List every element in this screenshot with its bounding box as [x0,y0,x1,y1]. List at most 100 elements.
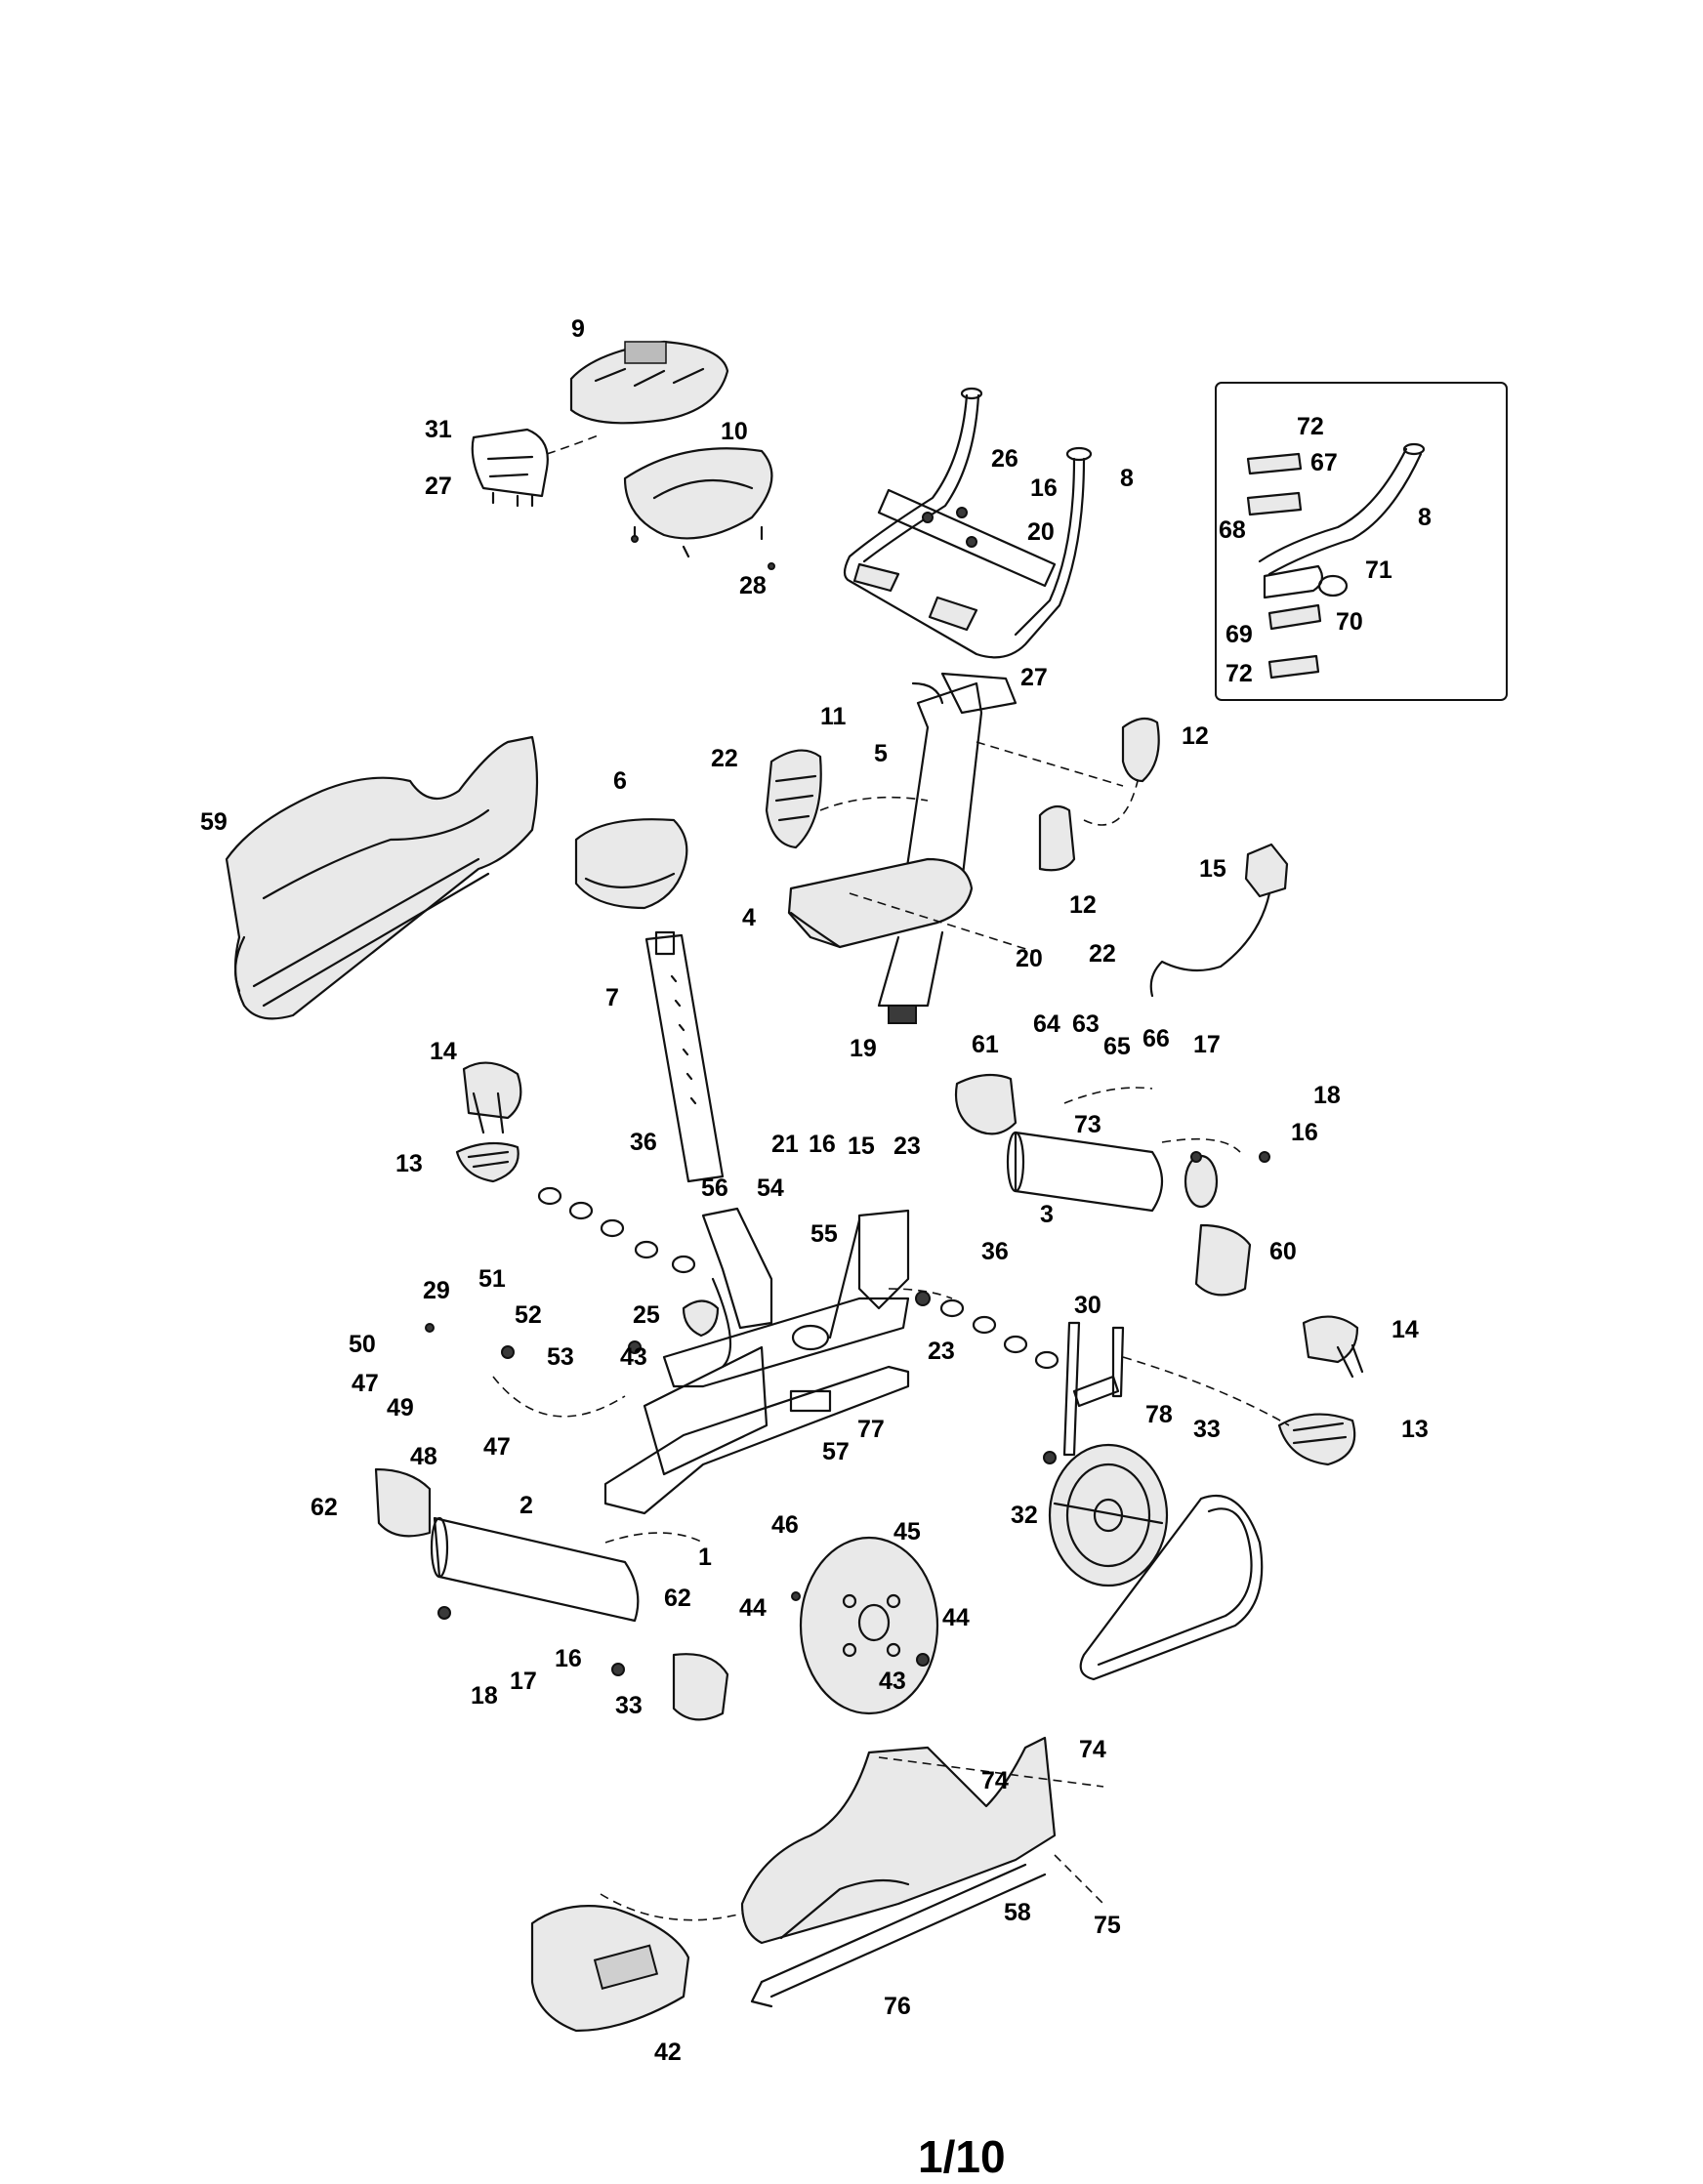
flywheel-part-45 [799,1536,939,1715]
callout-20b: 20 [1016,945,1043,972]
callout-26: 26 [991,445,1018,473]
callout-29: 29 [423,1277,450,1304]
fasteners [425,507,1270,1676]
callout-53: 53 [547,1343,574,1371]
cover-part-4 [787,857,974,1024]
bracket-part-31 [471,428,549,508]
callout-12b: 12 [1069,891,1097,919]
callout-54: 54 [757,1174,784,1202]
pulse-grip-part-11 [765,749,822,849]
callout-43b: 43 [879,1668,906,1695]
callout-27: 27 [425,473,452,500]
callout-70: 70 [1336,608,1363,636]
callout-72b: 72 [1225,660,1253,687]
callout-5: 5 [874,740,888,767]
callout-59: 59 [200,808,228,836]
crank-part-30 [1062,1321,1125,1457]
seat-post-part-7 [644,930,725,1183]
callout-18b: 18 [471,1682,498,1710]
callout-65: 65 [1103,1033,1131,1060]
callout-16b: 16 [809,1131,836,1158]
strap-right-part-14 [1302,1315,1364,1379]
callout-19: 19 [850,1035,877,1062]
callout-49: 49 [387,1394,414,1422]
right-shroud-part-58 [740,1736,1057,2008]
callout-62b: 62 [664,1585,691,1612]
callout-30: 30 [1074,1292,1101,1319]
callout-6: 6 [613,767,627,795]
callout-36: 36 [630,1129,657,1156]
callout-21: 21 [771,1131,799,1158]
callout-42: 42 [654,2039,682,2066]
callout-14: 14 [430,1038,457,1065]
callout-16d: 16 [555,1645,582,1672]
main-frame-part-1 [603,1207,910,1515]
power-adapter-part-15 [1149,843,1289,998]
callout-69: 69 [1225,621,1253,648]
callout-labels: 9 31 27 10 28 26 16 8 20 72 67 68 8 71 6… [200,315,1432,2066]
callout-44b: 44 [942,1604,970,1631]
callout-22b: 22 [1089,940,1116,968]
callout-23: 23 [893,1133,921,1160]
callout-45: 45 [893,1518,921,1545]
callout-18: 18 [1313,1082,1341,1109]
callout-74b: 74 [981,1767,1009,1794]
inset-detail-panel [1215,382,1508,701]
callout-9: 9 [571,315,585,343]
callout-27b: 27 [1020,664,1048,691]
stabilizer-part-3 [1006,1131,1219,1213]
left-shroud-part-59 [225,735,539,1020]
callout-22: 22 [711,745,738,772]
callout-31: 31 [425,416,452,443]
callout-10: 10 [721,418,748,445]
callout-44: 44 [739,1594,767,1622]
callout-14b: 14 [1391,1316,1419,1343]
pulse-grip-part-12 [1038,717,1160,872]
callout-2: 2 [519,1492,533,1519]
washers-part-36 [537,1186,1059,1370]
end-cap-part-62b [672,1653,729,1721]
callout-15: 15 [1199,855,1226,883]
callout-1: 1 [698,1544,712,1571]
callout-4: 4 [742,904,756,931]
callout-62: 62 [311,1494,338,1521]
callout-60: 60 [1269,1238,1297,1265]
callout-32: 32 [1011,1502,1038,1529]
callout-71: 71 [1365,556,1392,584]
callout-25: 25 [633,1301,660,1329]
callout-33: 33 [1193,1416,1221,1443]
callout-73: 73 [1074,1111,1101,1138]
callout-48: 48 [410,1443,437,1470]
end-cap-part-62a [374,1467,432,1538]
callout-7: 7 [605,984,619,1011]
callout-47b: 47 [483,1433,511,1461]
callout-64: 64 [1033,1010,1060,1038]
pulley-part-78 [1048,1443,1169,1587]
callout-76: 76 [884,1993,911,2020]
callout-46: 46 [771,1511,799,1539]
callout-16c: 16 [1291,1119,1318,1146]
callout-36b: 36 [981,1238,1009,1265]
page-number: 1/10 [918,2131,1006,2182]
callout-74: 74 [1079,1736,1106,1763]
callout-56: 56 [701,1174,728,1202]
callout-61: 61 [972,1031,999,1058]
callout-77: 77 [857,1416,885,1443]
callout-13: 13 [395,1150,423,1177]
callout-68: 68 [1219,516,1246,544]
callout-13b: 13 [1401,1416,1429,1443]
callout-51: 51 [478,1265,506,1293]
callout-17: 17 [1193,1031,1221,1058]
callout-17b: 17 [510,1668,537,1695]
callout-75: 75 [1094,1912,1121,1939]
callout-47: 47 [352,1370,379,1397]
callout-57: 57 [822,1438,850,1465]
callout-33b: 33 [615,1692,643,1719]
callout-28: 28 [739,572,767,599]
callout-50: 50 [349,1331,376,1358]
callout-67: 67 [1310,449,1338,476]
callout-3: 3 [1040,1201,1054,1228]
callout-58: 58 [1004,1899,1031,1926]
pedal-left-part-13 [455,1141,519,1183]
